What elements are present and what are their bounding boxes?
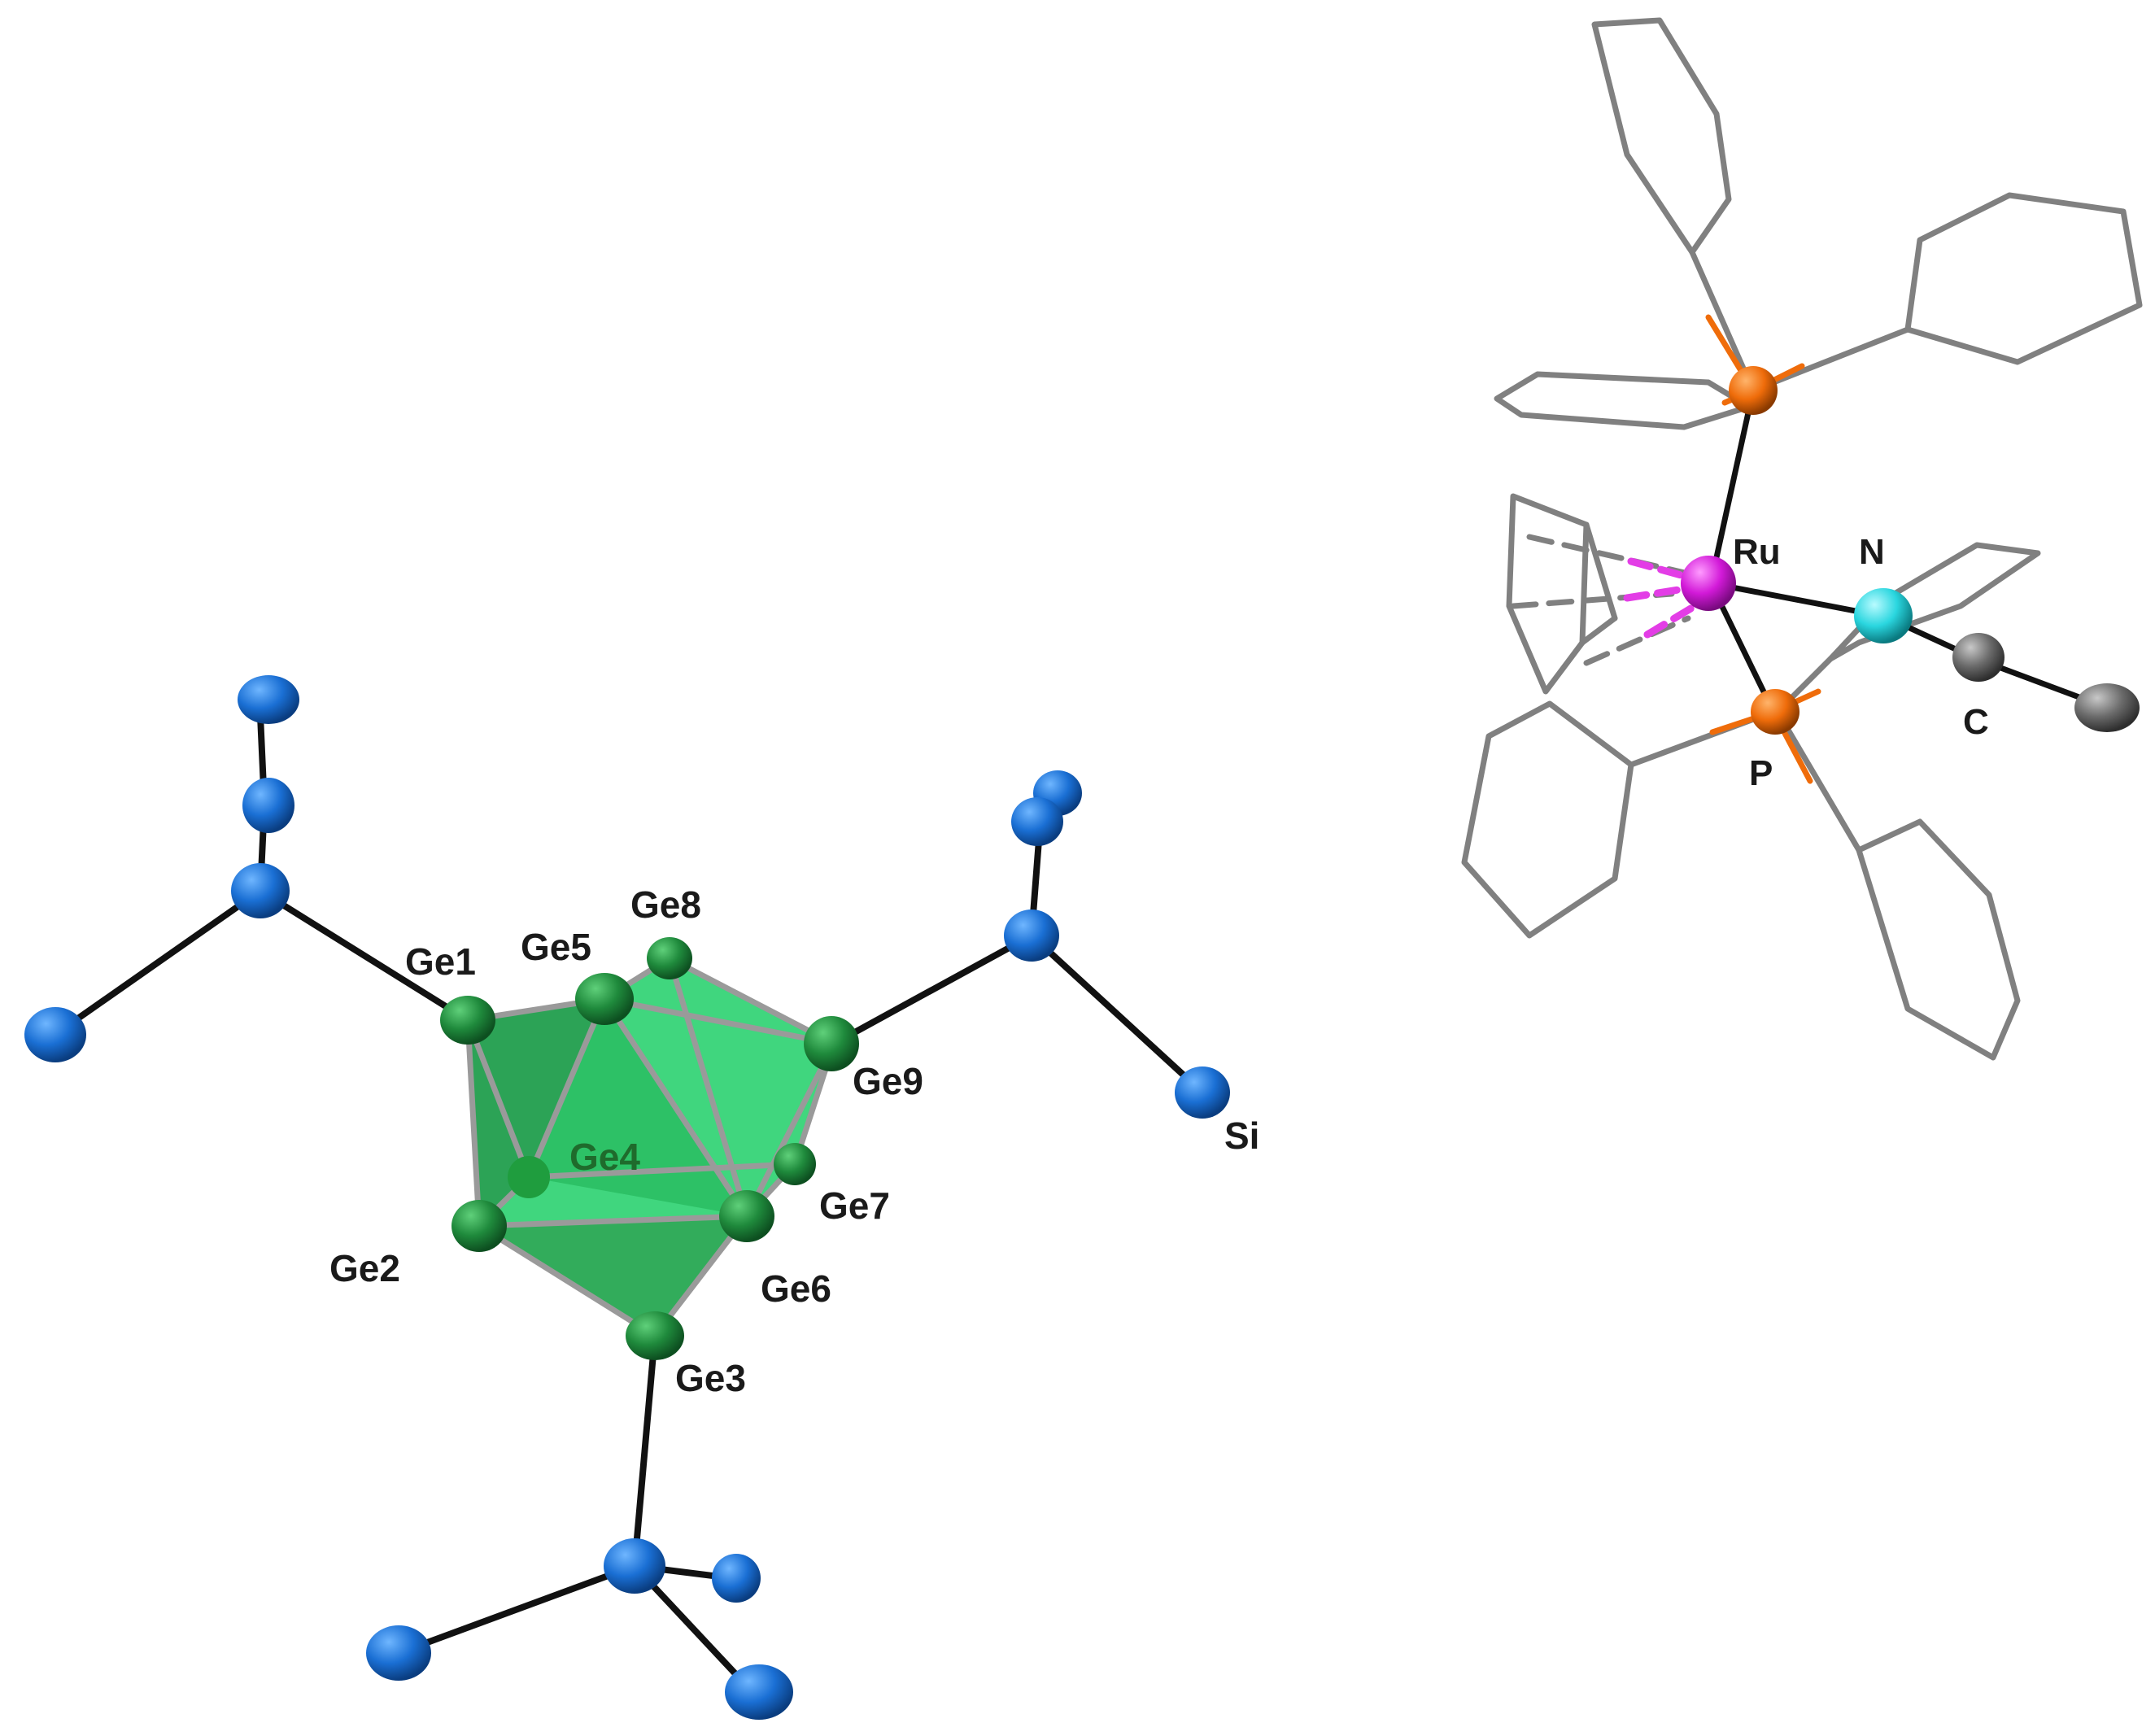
germanium-cluster-structure: Ge1 Ge5 Ge8 Ge9 Ge4 Ge7 Ge2 Ge6 Ge3 Si — [24, 675, 1259, 1720]
cluster-labels: Ge1 Ge5 Ge8 Ge9 Ge4 Ge7 Ge2 Ge6 Ge3 Si — [329, 883, 1259, 1399]
cluster-face-bottom-left — [479, 1216, 747, 1336]
germanium-atoms — [440, 937, 859, 1360]
si-atom — [231, 863, 290, 918]
label-ru: Ru — [1733, 532, 1781, 572]
label-p: P — [1749, 753, 1773, 793]
si-atom — [1175, 1066, 1230, 1119]
p-atom-top — [1729, 366, 1778, 415]
silicon-atoms — [24, 675, 1230, 1720]
ligand-frames — [1461, 17, 2143, 1061]
cyclohexyl-lower-right — [1856, 818, 2021, 1061]
ge2-atom — [452, 1200, 507, 1252]
si-atom — [604, 1538, 665, 1594]
c-terminal-atom — [2074, 683, 2140, 732]
label-n: N — [1859, 532, 1885, 572]
label-ge2: Ge2 — [329, 1247, 400, 1289]
si-atom — [712, 1554, 761, 1603]
ligand-dashed-bonds — [1510, 534, 1691, 666]
label-c: C — [1963, 702, 1989, 742]
si-atom — [242, 778, 294, 833]
phenyl-ring-top — [1591, 17, 1732, 255]
ge9-atom — [804, 1016, 859, 1071]
c-atom — [1952, 633, 2004, 682]
ge4-atom — [508, 1156, 550, 1198]
phenyl-ring-left-flat — [1494, 371, 1752, 430]
cp-ring — [1506, 493, 1590, 695]
p-atom — [1751, 689, 1799, 735]
label-ge7: Ge7 — [819, 1184, 890, 1227]
label-ge8: Ge8 — [630, 883, 701, 926]
ruthenium-complex-structure: Ru N P C — [1461, 17, 2143, 1061]
cluster-face-left — [468, 999, 604, 1226]
label-ge3: Ge3 — [675, 1357, 746, 1399]
ge3-atom — [626, 1311, 684, 1360]
ge6-atom — [719, 1190, 774, 1242]
si-atom — [1011, 797, 1063, 846]
label-ge4: Ge4 — [569, 1136, 640, 1178]
label-ge5: Ge5 — [521, 926, 591, 968]
complex-labels: Ru N P C — [1733, 532, 1989, 793]
si-atom — [238, 675, 299, 724]
label-si: Si — [1224, 1114, 1259, 1157]
complex-atoms — [1681, 366, 2140, 735]
ge8-atom — [647, 937, 692, 979]
si-atom — [24, 1007, 86, 1062]
n-atom — [1854, 588, 1913, 643]
cyclohexyl-lower-left — [1461, 700, 1634, 939]
ru-atom — [1681, 556, 1736, 611]
ge5-atom — [575, 973, 634, 1025]
ge1-atom — [440, 996, 495, 1045]
label-ge6: Ge6 — [761, 1267, 831, 1310]
label-ge1: Ge1 — [405, 940, 476, 983]
phenyl-ring-upper-right — [1904, 192, 2143, 365]
ge7-atom — [774, 1143, 816, 1185]
si-atom — [725, 1664, 793, 1720]
si-atom — [1004, 909, 1059, 962]
si-atom — [366, 1625, 431, 1681]
label-ge9: Ge9 — [853, 1060, 923, 1102]
silyl-bonds — [54, 713, 1203, 1695]
